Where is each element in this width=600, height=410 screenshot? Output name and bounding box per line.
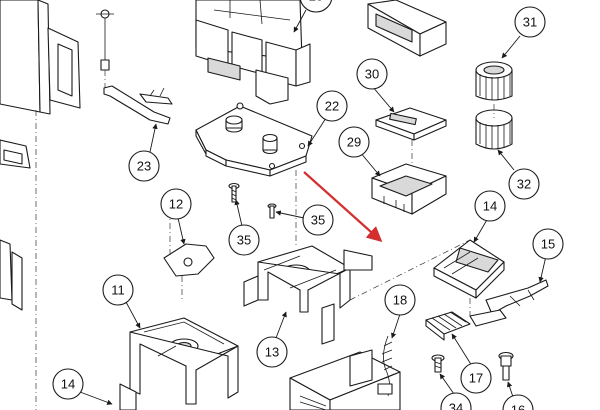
callout-label: 30 bbox=[365, 67, 379, 82]
callout-14b: 14 bbox=[52, 368, 84, 400]
callout-label: 35 bbox=[311, 213, 325, 228]
callout-label: 32 bbox=[517, 177, 531, 192]
callout-label: 17 bbox=[469, 371, 483, 386]
part-35-screw-a bbox=[228, 182, 240, 203]
callout-34: 34 bbox=[440, 392, 472, 410]
callout-label: 14 bbox=[483, 199, 497, 214]
left-frame-panel bbox=[0, 0, 81, 410]
part-28-housing bbox=[195, 0, 311, 105]
callout-32: 32 bbox=[508, 168, 540, 200]
callout-22: 22 bbox=[316, 90, 348, 122]
callout-18: 18 bbox=[384, 284, 416, 316]
bottom-center-assembly bbox=[289, 239, 471, 410]
callout-label: 29 bbox=[347, 135, 361, 150]
part-29-tray bbox=[371, 163, 447, 215]
highlight-arrow bbox=[303, 171, 383, 243]
part-12-clip bbox=[163, 243, 215, 300]
callout-15: 15 bbox=[532, 228, 564, 260]
callout-11: 11 bbox=[102, 274, 134, 306]
part-31-knob bbox=[475, 61, 513, 101]
callout-label: 13 bbox=[265, 345, 279, 360]
callout-16: 16 bbox=[502, 394, 534, 410]
part-30-plate bbox=[375, 107, 447, 141]
callout-label: 15 bbox=[541, 237, 555, 252]
part-11-frame bbox=[119, 317, 239, 410]
callout-label: 35 bbox=[237, 233, 251, 248]
callout-31: 31 bbox=[514, 6, 546, 38]
callout-23: 23 bbox=[128, 150, 160, 182]
callout-13: 13 bbox=[256, 336, 288, 368]
callout-label: 23 bbox=[137, 159, 151, 174]
part-16-pin bbox=[498, 351, 514, 381]
callout-label: 18 bbox=[393, 293, 407, 308]
callout-label: 16 bbox=[511, 403, 525, 410]
part-14-slider bbox=[433, 239, 505, 299]
callout-label: 12 bbox=[169, 197, 183, 212]
part-15-lever bbox=[469, 279, 549, 327]
spring-bracket-part bbox=[96, 9, 114, 96]
callout-label: 22 bbox=[325, 99, 339, 114]
callout-17: 17 bbox=[460, 362, 492, 394]
callout-label: 28 bbox=[309, 0, 323, 4]
callout-12: 12 bbox=[160, 188, 192, 220]
callout-35b: 35 bbox=[302, 204, 334, 236]
callout-29: 29 bbox=[338, 126, 370, 158]
part-13-cradle bbox=[243, 245, 373, 345]
leader-lines bbox=[79, 9, 547, 405]
callout-label: 34 bbox=[449, 401, 463, 410]
callout-label: 11 bbox=[111, 283, 125, 298]
part-32-knob bbox=[475, 109, 513, 150]
callout-30: 30 bbox=[356, 58, 388, 90]
part-22-plate bbox=[195, 102, 313, 177]
part-17-contact bbox=[425, 311, 471, 341]
part-35-screw-b bbox=[267, 203, 277, 219]
callout-28: 28 bbox=[299, 0, 333, 13]
callout-35a: 35 bbox=[228, 224, 260, 256]
alignment-lines bbox=[169, 104, 495, 318]
callout-label: 14 bbox=[61, 377, 75, 392]
part-23-lever bbox=[103, 85, 173, 125]
callout-14a: 14 bbox=[474, 190, 506, 222]
top-tray-part bbox=[367, 0, 447, 57]
callout-label: 31 bbox=[523, 15, 537, 30]
part-34-screw bbox=[431, 354, 445, 373]
part-18-wire bbox=[377, 335, 395, 397]
